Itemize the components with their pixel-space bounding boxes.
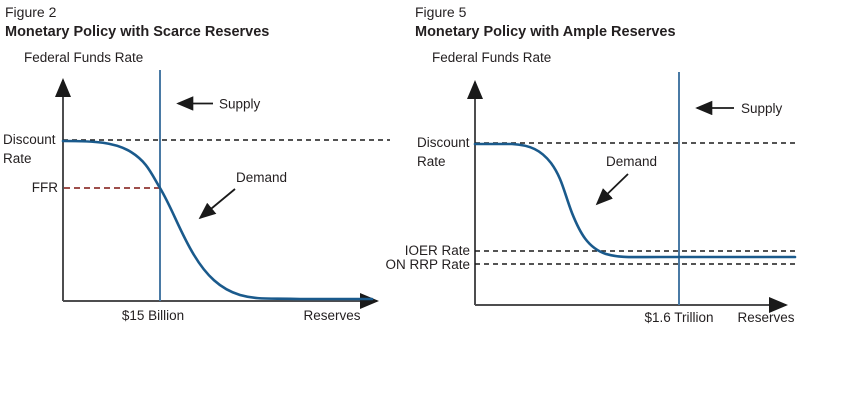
y-axis-label: Federal Funds Rate [24, 50, 143, 65]
demand-curve [61, 139, 374, 301]
ioer-rate-label: IOER Rate [405, 243, 470, 258]
discount-rate-label-line1: Discount [417, 135, 470, 150]
on-rrp-rate-label: ON RRP Rate [385, 257, 470, 272]
demand-annotation-arrow [198, 188, 236, 220]
x-axis-label: Reserves [303, 308, 360, 323]
y-axis-label: Federal Funds Rate [432, 50, 551, 65]
figure-ample-reserves: Figure 5 Monetary Policy with Ample Rese… [385, 4, 797, 325]
supply-label: Supply [219, 97, 261, 112]
demand-label: Demand [606, 154, 657, 169]
supply-quantity-label: $1.6 Trillion [644, 310, 713, 325]
demand-label: Demand [236, 170, 287, 185]
discount-rate-label-line2: Rate [417, 154, 446, 169]
figure-label: Figure 2 [5, 4, 57, 20]
demand-annotation-arrow [595, 173, 629, 206]
discount-rate-label-line1: Discount [3, 132, 56, 147]
x-axis-label: Reserves [737, 310, 794, 325]
figure-scarce-reserves: Figure 2 Monetary Policy with Scarce Res… [3, 4, 390, 323]
discount-rate-label-line2: Rate [3, 151, 32, 166]
supply-label: Supply [741, 101, 783, 116]
demand-curve [473, 142, 797, 259]
figure-label: Figure 5 [415, 4, 467, 20]
figure-title: Monetary Policy with Ample Reserves [415, 24, 676, 40]
supply-quantity-label: $15 Billion [122, 308, 184, 323]
figure-title: Monetary Policy with Scarce Reserves [5, 24, 269, 40]
ffr-label: FFR [32, 180, 58, 195]
